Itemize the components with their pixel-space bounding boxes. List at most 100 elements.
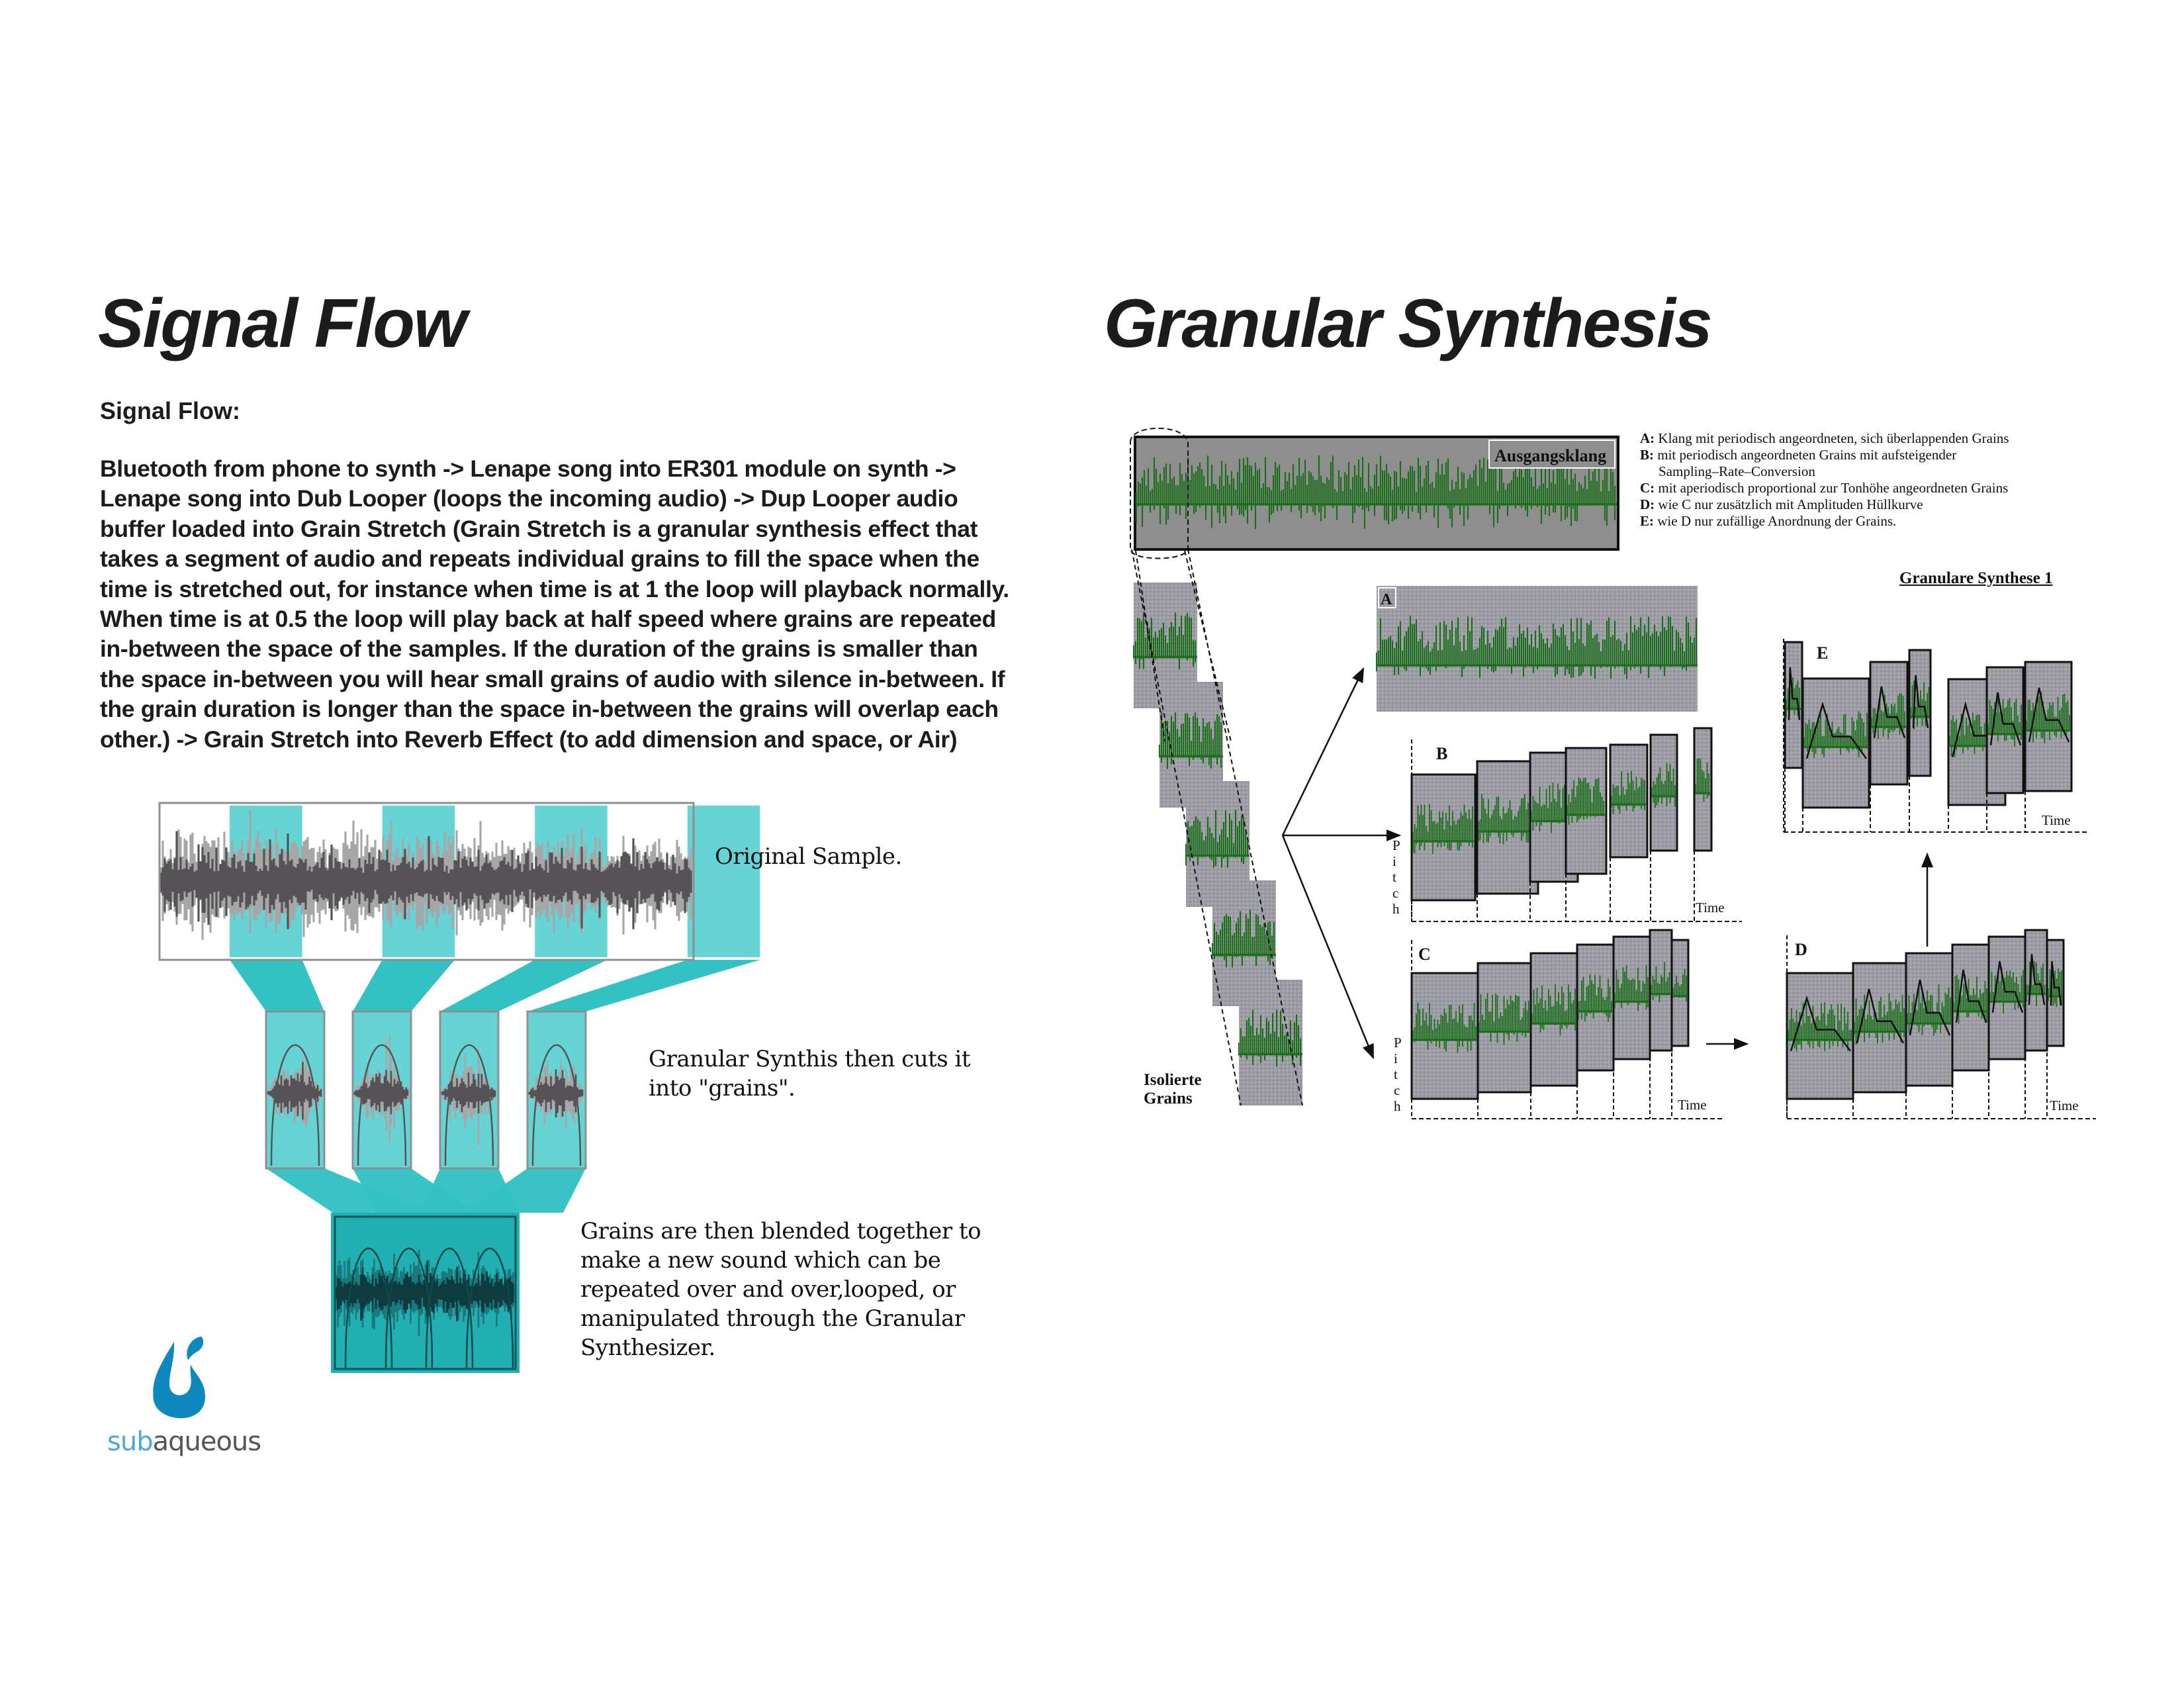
grain-wave (1695, 758, 1709, 802)
grain-wave-dark (267, 1062, 322, 1120)
legend-item-b: B: mit periodisch angeordneten Grains mi… (1640, 447, 1957, 463)
granular-process-illustration (158, 802, 760, 1373)
signal-flow-subhead: Signal Flow: (100, 397, 240, 424)
blend-envelope (465, 1247, 514, 1368)
selection-outline (1130, 428, 1189, 559)
legend-item-c: C: mit aperiodisch proportional zur Tonh… (1640, 480, 2009, 496)
funnel-upper (527, 960, 760, 1011)
logo-wordmark: subaqueous (107, 1427, 261, 1457)
blend-box-frame (334, 1215, 517, 1370)
panel-c-pitch-label: P (1394, 1035, 1402, 1051)
panel-d-label: D (1795, 940, 1807, 959)
logo-text-aqueous: aqueous (152, 1427, 262, 1457)
legend-item-a: A: Klang mit periodisch angeordneten, si… (1640, 430, 2009, 446)
funnel-upper (230, 960, 324, 1011)
panel-a: A (1375, 586, 1698, 712)
panel-a-label-box (1378, 587, 1396, 608)
body-line: When time is at 0.5 the loop will play b… (100, 606, 996, 633)
grain-envelope (270, 1044, 320, 1166)
grain-wave (1672, 968, 1687, 1002)
granular-synthesis-title: Granular Synthesis (1104, 285, 1713, 362)
caption-line: into "grains". (649, 1075, 796, 1102)
sample-frame (158, 802, 695, 961)
panel-a-label: A (1381, 591, 1392, 608)
panel-c-pitch-label: t (1394, 1066, 1398, 1082)
grain-wave-dark (353, 1070, 409, 1115)
panel-c-pitch-label: i (1394, 1051, 1398, 1066)
body-line: Lenape song into Dub Looper (loops the i… (100, 485, 958, 512)
isolated-grain-wave (1158, 712, 1222, 769)
amplitude-envelope (1790, 995, 1852, 1052)
body-line: takes a segment of audio and repeats ind… (100, 545, 979, 573)
isolated-grain-wave (1238, 1009, 1302, 1067)
caption-line: repeated over and over,looped, or (580, 1276, 956, 1303)
panel-b-pitch-label: P (1392, 837, 1400, 853)
body-line: in-between the space of the samples. If … (100, 635, 978, 663)
grain-wave (1611, 771, 1645, 814)
blended-grains-waveform (331, 1213, 520, 1373)
amplitude-envelope (1912, 675, 1929, 728)
grain-wave (1479, 993, 1529, 1045)
arrows (1281, 667, 1933, 1060)
grain-wave (1531, 984, 1576, 1036)
panel-c-time-label: Time (1678, 1097, 1707, 1113)
body-line: other.) -> Grain Stretch into Reverb Eff… (100, 726, 958, 753)
caption-line: make a new sound which can be (580, 1247, 941, 1274)
grain-wave (2026, 692, 2070, 743)
signal-flow-title: Signal Flow (98, 285, 467, 362)
panel-b-pitch-label: t (1392, 869, 1396, 885)
amplitude-envelope (1909, 979, 1951, 1036)
body-line: time is stretched out, for instance when… (100, 575, 1009, 602)
figure-caption: Granulare Synthese 1 (1899, 569, 2053, 587)
grain-envelope (444, 1044, 494, 1166)
amplitude-envelope (2050, 961, 2062, 1006)
panel-e-label: E (1817, 643, 1828, 663)
logo-text-sub: sub (107, 1427, 154, 1457)
isolated-grains-label: Isolierte Grains (1144, 1071, 1201, 1108)
subaqueous-logo: subaqueous (106, 1334, 278, 1473)
caption-blend: Grains are then blended together to make… (580, 1217, 981, 1362)
arrow-to-a (1281, 667, 1365, 836)
panel-e: E Time (1783, 639, 2088, 833)
blend-envelope (344, 1247, 393, 1368)
caption-line: Granular Synthis then cuts it (649, 1046, 971, 1072)
amplitude-envelope (1805, 701, 1868, 759)
amplitude-envelope (1788, 667, 1801, 720)
body-line: Bluetooth from phone to synth -> Lenape … (100, 455, 956, 482)
grain-selection-stripe (687, 806, 760, 957)
grain-wave (1651, 763, 1676, 808)
panel-d: D Time (1786, 929, 2096, 1119)
amplitude-envelope (2028, 687, 2070, 743)
amplitude-envelope (1989, 692, 2022, 746)
source-sound-panel: Ausgangsklang (1130, 428, 1619, 559)
isolated-grains-column (1131, 549, 1303, 1106)
grain-boxes (265, 1010, 587, 1170)
grain-envelope (357, 1044, 407, 1166)
legend-item-b-cont: Sampling–Rate–Conversion (1659, 463, 1815, 479)
panel-e-time-label: Time (2042, 812, 2071, 828)
isolated-grain-wave (1132, 612, 1197, 670)
grain-funnels (230, 960, 760, 1213)
caption-line: Grains are then blended together to (580, 1218, 981, 1244)
grain-wave (1854, 993, 1905, 1045)
panel-d-time-label: Time (2050, 1098, 2079, 1113)
amplitude-envelope (1991, 961, 2024, 1013)
water-drop-icon (153, 1336, 205, 1419)
grain-wave (1614, 965, 1649, 1011)
funnel-lower (464, 1168, 586, 1213)
grain-wave (1567, 777, 1604, 825)
grain-wave (1412, 1002, 1477, 1053)
isolated-grain-wave (1211, 910, 1275, 968)
caption-grains: Granular Synthis then cuts it into "grai… (649, 1045, 971, 1103)
panel-c-pitch-label: h (1394, 1098, 1401, 1114)
original-sample-waveform (158, 802, 760, 961)
signal-flow-body: Bluetooth from phone to synth -> Lenape … (100, 454, 1159, 755)
grain-wave (1907, 984, 1951, 1036)
funnel-upper (440, 960, 608, 1011)
blend-envelope (425, 1247, 474, 1368)
body-line: the space in-between you will hear small… (100, 665, 1005, 692)
panel-c-label: C (1418, 945, 1431, 964)
panel-b-time-label: Time (1696, 900, 1725, 915)
